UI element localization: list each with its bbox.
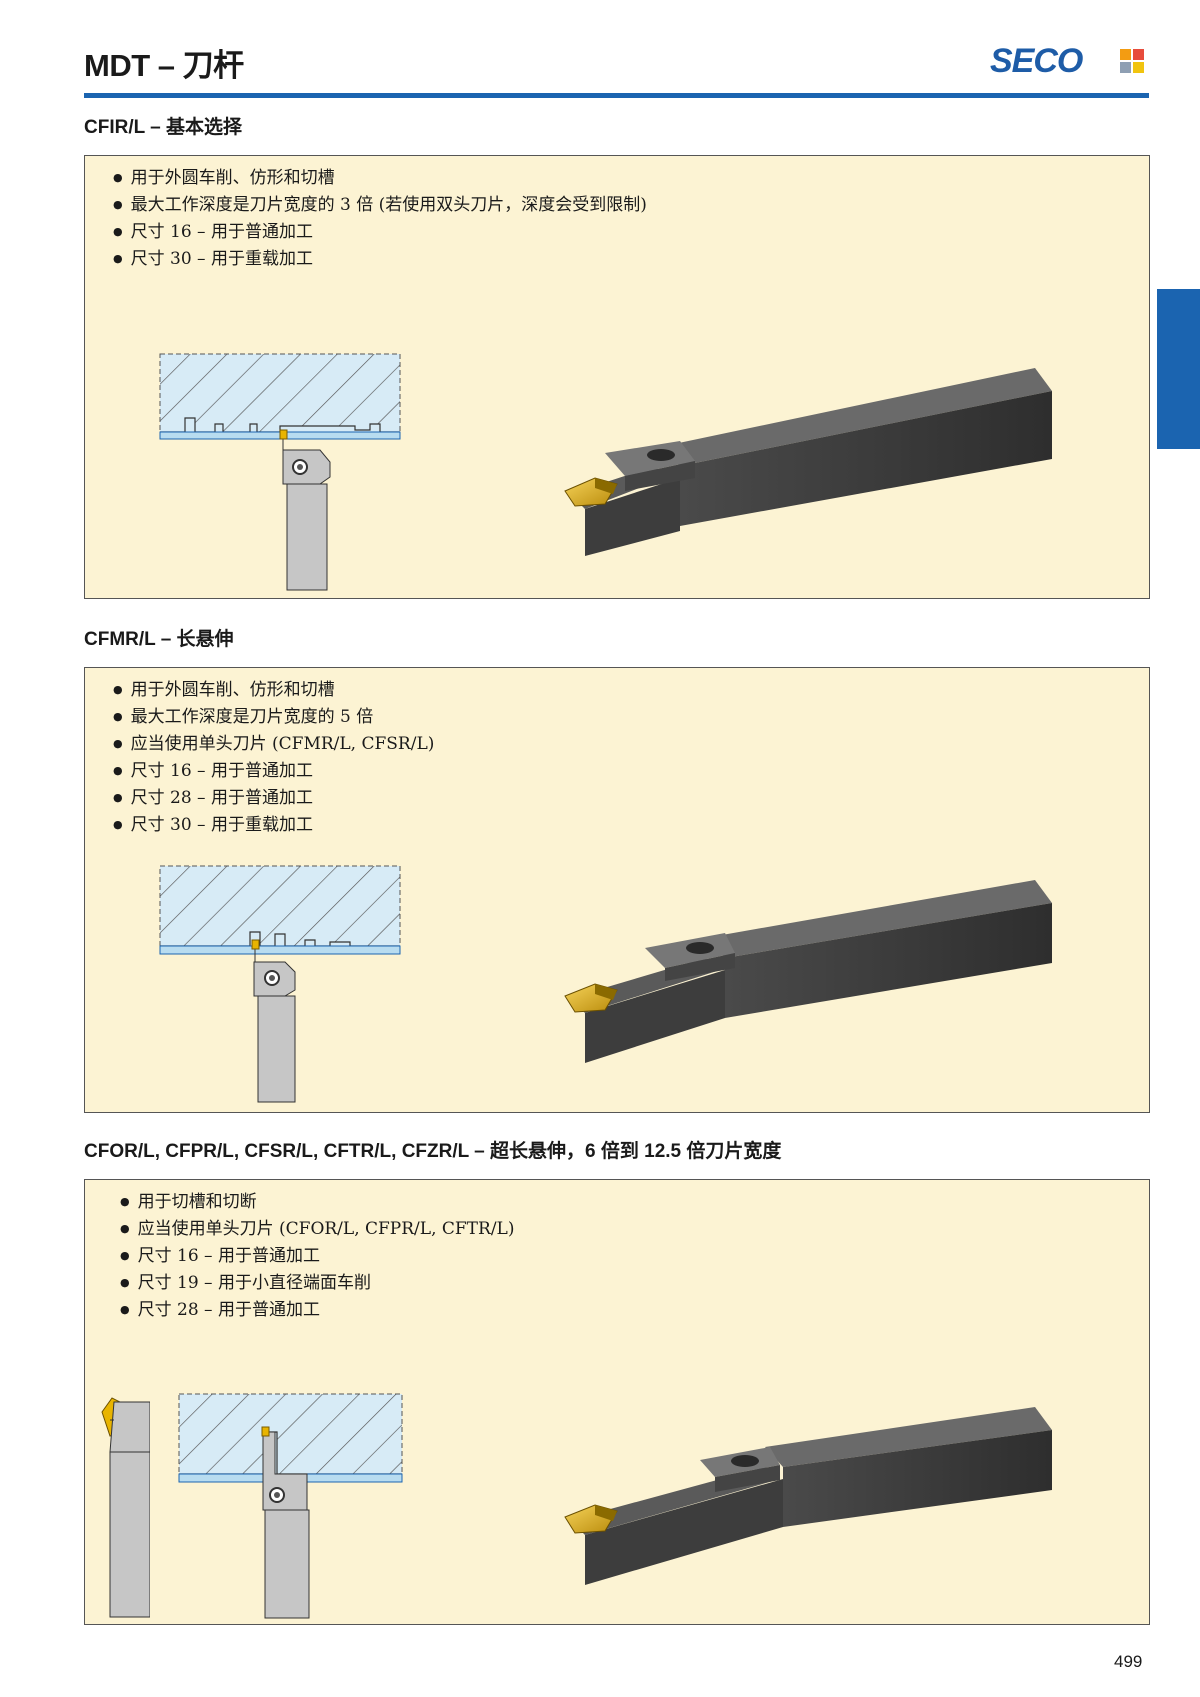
list-item: 用于外圆车削、仿形和切槽 — [113, 164, 647, 191]
list-item: 尺寸 30 – 用于重载加工 — [113, 811, 434, 838]
bullet-list-cfmr: 用于外圆车削、仿形和切槽 最大工作深度是刀片宽度的 5 倍 应当使用单头刀片 (… — [113, 676, 435, 838]
panel-cfmr: 用于外圆车削、仿形和切槽 最大工作深度是刀片宽度的 5 倍 应当使用单头刀片 (… — [84, 667, 1150, 1113]
list-item: 尺寸 28 – 用于普通加工 — [113, 784, 434, 811]
list-item: 最大工作深度是刀片宽度的 3 倍 (若使用双头刀片，深度会受到限制) — [113, 191, 647, 218]
list-item: 尺寸 19 – 用于小直径端面车削 — [120, 1269, 514, 1296]
section-heading-cfmr: CFMR/L – 长悬伸 — [84, 629, 234, 650]
list-item: 应当使用单头刀片 (CFMR/L, CFSR/L) — [113, 730, 435, 757]
list-item: 最大工作深度是刀片宽度的 5 倍 — [113, 703, 434, 730]
toolholder-image-cfir — [564, 368, 1052, 556]
bullet-list-cfor: 用于切槽和切断 应当使用单头刀片 (CFOR/L, CFPR/L, CFTR/L… — [120, 1188, 515, 1323]
workpiece-diagram-cfir — [159, 353, 401, 591]
panel-cfir: 用于外圆车削、仿形和切槽 最大工作深度是刀片宽度的 3 倍 (若使用双头刀片，深… — [84, 155, 1150, 599]
list-item: 应当使用单头刀片 (CFOR/L, CFPR/L, CFTR/L) — [120, 1215, 515, 1242]
bullet-list-cfir: 用于外圆车削、仿形和切槽 最大工作深度是刀片宽度的 3 倍 (若使用双头刀片，深… — [113, 164, 647, 272]
list-item: 尺寸 16 – 用于普通加工 — [120, 1242, 514, 1269]
list-item: 尺寸 30 – 用于重载加工 — [113, 245, 647, 272]
toolholder-image-cfor — [564, 1407, 1052, 1585]
section-heading-cfir: CFIR/L – 基本选择 — [84, 117, 242, 138]
header-rule — [84, 93, 1149, 98]
list-item: 用于切槽和切断 — [120, 1188, 514, 1215]
panel-cfor: 用于切槽和切断 应当使用单头刀片 (CFOR/L, CFPR/L, CFTR/L… — [84, 1179, 1150, 1625]
logo-text: SECO — [990, 42, 1083, 80]
side-section-tab — [1157, 289, 1200, 449]
list-item: 尺寸 16 – 用于普通加工 — [113, 757, 434, 784]
workpiece-diagram-cfor — [178, 1393, 403, 1619]
list-item: 尺寸 16 – 用于普通加工 — [113, 218, 647, 245]
workpiece-diagram-cfmr — [159, 865, 401, 1103]
page-number: 499 — [1114, 1652, 1143, 1671]
list-item: 尺寸 28 – 用于普通加工 — [120, 1296, 514, 1323]
seco-logo: SECO — [990, 42, 1150, 82]
list-item: 用于外圆车削、仿形和切槽 — [113, 676, 434, 703]
toolholder-image-cfmr — [564, 880, 1052, 1063]
page-title: MDT – 刀杆 — [84, 48, 244, 83]
logo-mark-icon — [1120, 49, 1144, 73]
face-turning-diagram — [101, 1397, 150, 1618]
section-heading-cfor: CFOR/L, CFPR/L, CFSR/L, CFTR/L, CFZR/L –… — [84, 1141, 782, 1162]
